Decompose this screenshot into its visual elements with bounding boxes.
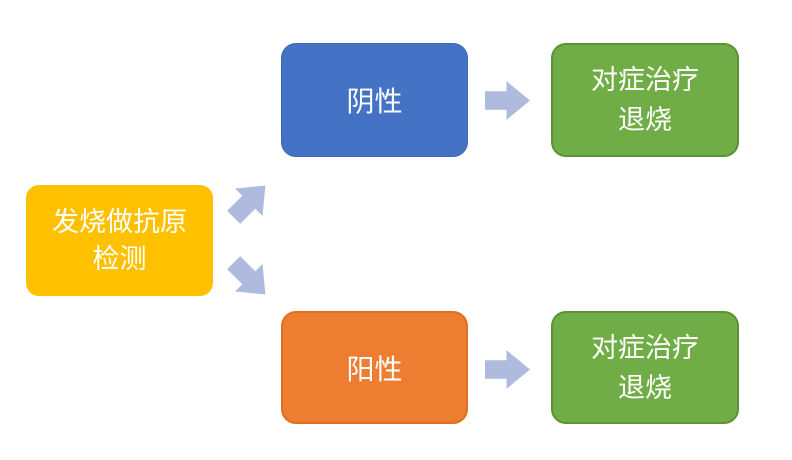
arrow-down-right-shape	[227, 256, 266, 295]
node-negative-label: 阴性	[346, 86, 403, 117]
arrow-right-top-icon	[485, 81, 530, 120]
node-antigen-test: 发烧做抗原 检测	[26, 185, 213, 296]
node-antigen-test-label-line1: 发烧做抗原	[52, 206, 187, 237]
node-negative-result: 阴性	[281, 43, 468, 157]
node-antigen-test-label-line2: 检测	[92, 243, 147, 274]
arrow-up-right-shape	[227, 185, 266, 224]
node-treatment-positive-line1: 对症治疗	[591, 332, 699, 363]
node-treatment-positive: 对症治疗 退烧	[551, 311, 739, 424]
node-positive-label: 阳性	[346, 353, 403, 385]
arrow-right-bottom-shape	[485, 350, 530, 389]
node-treatment-positive-line2: 退烧	[618, 372, 672, 403]
arrow-right-top-shape	[485, 81, 530, 120]
arrow-up-right-icon	[227, 185, 266, 224]
node-treatment-negative-line1: 对症治疗	[591, 65, 699, 95]
node-treatment-negative-line2: 退烧	[618, 105, 672, 135]
node-treatment-negative: 对症治疗 退烧	[551, 43, 739, 157]
arrow-right-bottom-icon	[485, 350, 530, 389]
arrow-down-right-icon	[227, 256, 266, 295]
node-positive-result: 阳性	[281, 311, 468, 424]
